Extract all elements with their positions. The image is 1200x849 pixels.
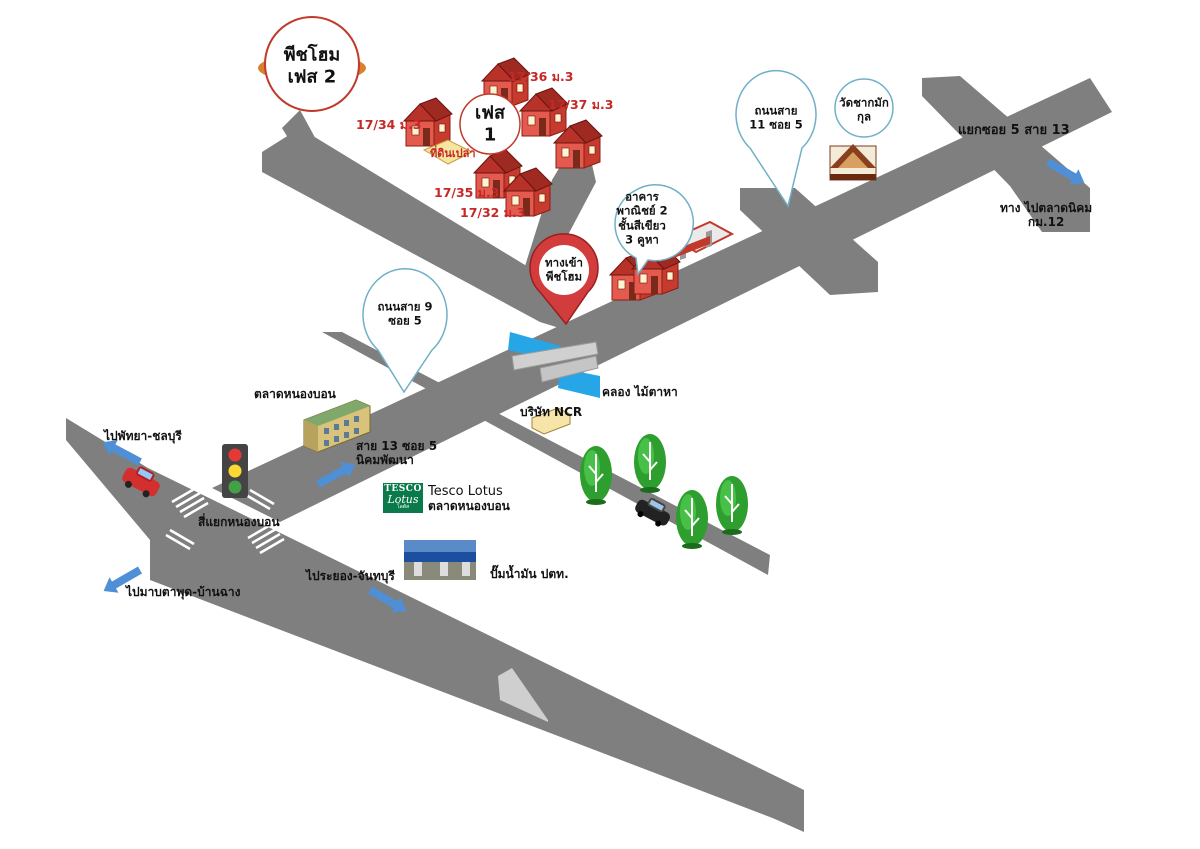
empty-land-icon [422, 139, 474, 165]
road-13-line1: สาย 13 ซอย 5 [356, 439, 438, 453]
road-9-line1: ถนนสาย 9 [377, 299, 433, 314]
entrance-callout [529, 233, 599, 326]
road-9-line2: ซอย 5 [388, 314, 422, 328]
road-rayong [150, 520, 804, 832]
to-market-line1: ทาง ไปตลาดนิคม [1000, 201, 1093, 215]
tesco-line1: Tesco Lotus [428, 484, 503, 499]
nongbon-market-label: ตลาดหนองบอน [254, 387, 336, 401]
traffic-light-icon [222, 444, 248, 498]
intersection-label: สี่แยกหนองบอน [198, 515, 280, 529]
black-car-icon [635, 497, 671, 527]
tesco-line2: ตลาดหนองบอน [428, 498, 510, 513]
entrance-line2: พีชโฮม [545, 270, 583, 284]
temple-label: วัดชากมัก กุล [839, 96, 889, 125]
road-11-line2: 11 ซอย 5 [749, 118, 803, 132]
phase1-line1: เฟส [475, 102, 505, 124]
bridge-ramp [498, 668, 548, 722]
temple-line1: วัดชากมัก [839, 95, 889, 110]
phase2-line1: พีชโฮม [283, 44, 341, 66]
phase1-callout [459, 93, 521, 155]
commercial-line4: 3 คูหา [625, 232, 659, 247]
house-17-36-label: 17/36 ม.3 [508, 69, 574, 84]
ncr-label: บริษัท NCR [520, 405, 583, 419]
phase1-title: เฟส 1 [475, 102, 505, 145]
phase1-line2: 1 [483, 124, 497, 145]
trees [579, 433, 749, 550]
commercial-callout [614, 183, 695, 276]
to-market-label: ทาง ไปตลาดนิคม กม.12 [1000, 201, 1093, 230]
road-13-soi-5-label: สาย 13 ซอย 5 นิคมพัฒนา [356, 439, 438, 468]
tree-icon [579, 445, 613, 506]
tesco-logo-line1: TESCO [384, 484, 422, 494]
tree-icon [675, 489, 709, 550]
phase2-callout [258, 16, 366, 112]
road-11-soi-5 [740, 188, 878, 295]
crosswalks [165, 486, 285, 555]
empty-land-label: ที่ดินเปล่า [430, 147, 476, 160]
to-pattaya-label: ไปพัทยา-ชลบุรี [104, 429, 182, 443]
road-11-callout [735, 69, 817, 208]
phase2-line2: เฟส 2 [287, 66, 337, 87]
road-9-callout [362, 268, 448, 394]
to-rayong-label: ไประยอง-จันทบุรี [306, 569, 395, 583]
commercial-building-label: อาคาร พาณิชย์ 2 ชั้นสีเขียว 3 คูหา [616, 189, 667, 247]
road-13-line2: นิคมพัฒนา [356, 452, 414, 467]
ncr-building-icon [531, 407, 571, 435]
road-9-soi-5-label: ถนนสาย 9 ซอย 5 [378, 300, 433, 329]
house-17-34-label: 17/34 ม.3 [356, 117, 422, 132]
soi-phase1 [262, 128, 566, 330]
temple-line2: กุล [856, 110, 872, 124]
phase2-title: พีชโฮม เฟส 2 [284, 44, 341, 87]
tesco-logo-line2: Lotus [387, 493, 419, 506]
ptt-gas-station-photo [404, 540, 476, 580]
canal-label: คลอง ไม้ตาหา [602, 385, 678, 399]
main-road-13 [212, 78, 1112, 522]
house-17-35-label: 17/35 ม.3 [434, 185, 500, 200]
house-17-32-label: 17/32 ม.3 [460, 205, 526, 220]
temple-callout [834, 78, 894, 138]
to-maptaphut-label: ไปมาบตาพุด-บ้านฉาง [126, 585, 241, 599]
tree-icon [633, 433, 667, 494]
road-11-line1: ถนนสาย [754, 103, 798, 118]
junction-5-13-label: แยกซอย 5 สาย 13 [958, 123, 1070, 138]
entrance-label: ทางเข้า พีชโฮม [545, 256, 583, 285]
tesco-label: Tesco Lotus ตลาดหนองบอน [428, 484, 510, 514]
roads [66, 76, 1112, 832]
to-market-line2: กม.12 [1027, 214, 1065, 229]
tree-icon [715, 475, 749, 536]
road-11-soi-5-label: ถนนสาย 11 ซอย 5 [749, 104, 802, 133]
road-to-market [922, 76, 1090, 232]
canal [508, 332, 600, 398]
soi-phase2-left [282, 110, 336, 184]
commercial-line2: พาณิชย์ 2 [616, 203, 668, 218]
commercial-line3: ชั้นสีเขียว [618, 218, 666, 232]
temple-icon [829, 144, 877, 181]
commercial-line1: อาคาร [625, 189, 659, 204]
market-building-icon [303, 399, 371, 453]
tesco-lotus-logo: TESCO Lotus โลตัส [383, 483, 423, 513]
house-17-37-label: 17/37 ม.3 [548, 97, 614, 112]
entrance-line1: ทางเข้า [545, 255, 583, 270]
gas-station-label: ปั๊มน้ำมัน ปตท. [490, 567, 569, 581]
tesco-logo-line3: โลตัส [396, 504, 410, 510]
red-car-icon [122, 466, 160, 498]
